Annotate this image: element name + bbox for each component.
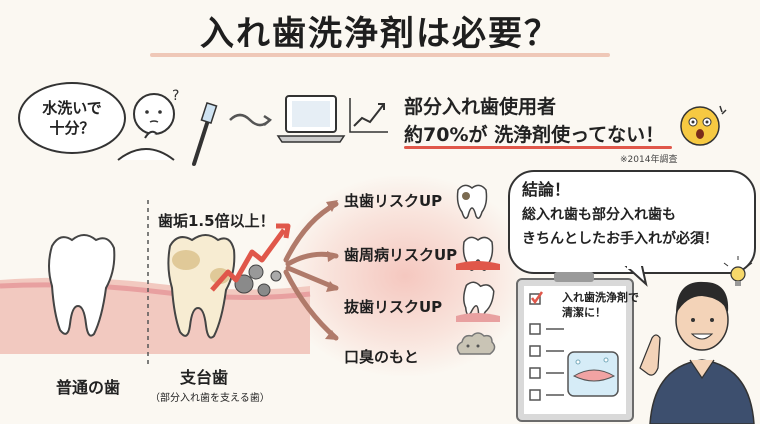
shocked-face-icon xyxy=(680,105,727,146)
conclusion-bubble xyxy=(508,170,756,274)
bad-breath-cloud-icon xyxy=(456,332,496,355)
risk-icons xyxy=(456,184,500,355)
dentist-illustration xyxy=(639,256,755,424)
denture-cup-icon xyxy=(567,351,619,397)
plaque-increase-label: 歯垢1.5倍以上！ xyxy=(158,212,275,230)
clipboard-contents xyxy=(529,272,619,401)
abutment-tooth-note: （部分入れ歯を支える歯） xyxy=(150,393,270,404)
conclusion-heading: 結論！ xyxy=(522,180,571,199)
clipboard-text: 入れ歯洗浄剤で 清潔に！ xyxy=(562,290,639,320)
abutment-tooth-icon xyxy=(167,234,236,339)
clipboard-clip-icon xyxy=(554,272,594,282)
plaque-clump-icon xyxy=(234,264,282,297)
normal-tooth-icon xyxy=(48,234,116,337)
normal-tooth-label: 普通の歯 xyxy=(56,378,121,397)
svg-text:?: ? xyxy=(172,88,179,104)
laptop-icon xyxy=(276,95,346,143)
growth-chart-icon xyxy=(349,98,388,133)
clipboard-line-1: 入れ歯洗浄剤で xyxy=(562,291,639,304)
risk-arrows xyxy=(283,200,339,341)
conclusion-line-2: きちんとしたお手入れが必須！ xyxy=(522,231,718,247)
thinking-person-icon: ? xyxy=(117,88,179,161)
clipboard-line-2: 清潔に！ xyxy=(562,306,606,319)
conclusion-bubble-tail xyxy=(624,266,648,287)
risk-extraction: 抜歯リスクUP xyxy=(344,298,443,316)
gum-disease-tooth-icon xyxy=(456,236,500,271)
top-illustrations: ? xyxy=(117,88,388,166)
stat-line-1: 部分入れ歯使用者 xyxy=(404,96,557,118)
question-line-1: 水洗いで xyxy=(42,99,102,117)
loose-tooth-icon xyxy=(456,281,500,322)
abutment-tooth-label: 支台歯 xyxy=(180,368,229,387)
decayed-tooth-icon xyxy=(456,184,488,219)
risk-cavity: 虫歯リスクUP xyxy=(344,192,443,210)
risk-bad-breath: 口臭のもと xyxy=(344,348,419,366)
question-line-2: 十分？ xyxy=(49,119,95,137)
rising-red-arrow-icon xyxy=(210,228,287,292)
teeth-illustration xyxy=(0,200,311,365)
title-underline xyxy=(150,53,610,57)
checklist-icon xyxy=(529,291,564,401)
wave-arrow-icon xyxy=(229,113,272,127)
stat-underline xyxy=(404,146,672,149)
toothbrush-icon xyxy=(192,101,218,166)
dentist-icon xyxy=(639,281,755,424)
conclusion-line-1: 総入れ歯も部分入れ歯も xyxy=(522,207,676,223)
lightbulb-icon xyxy=(723,256,753,286)
question-bubble: 水洗いで 十分？ xyxy=(18,82,126,154)
page-title: 入れ歯洗浄剤は必要？ xyxy=(200,14,560,54)
risk-gum-disease: 歯周病リスクUP xyxy=(344,246,458,264)
stat-line-2: 約70%が 洗浄剤使ってない！ xyxy=(404,124,665,146)
survey-note: ※2014年調査 xyxy=(620,155,678,165)
